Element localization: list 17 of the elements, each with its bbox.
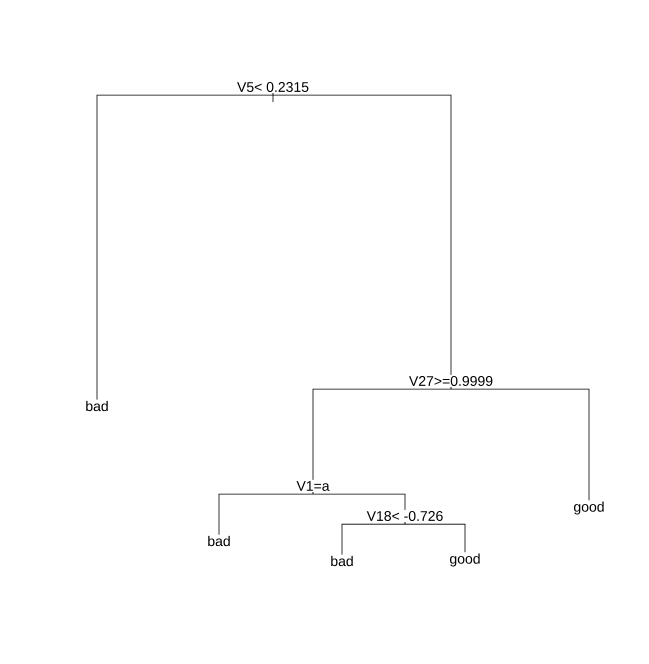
branch-line xyxy=(342,522,406,556)
leaf-label: bad xyxy=(86,400,108,412)
leaf-label: bad xyxy=(331,556,353,566)
branch-line xyxy=(312,386,452,480)
split-label: V1=a xyxy=(296,481,330,491)
split-label: V27>=0.9999 xyxy=(409,376,492,386)
split-label: V18< -0.726 xyxy=(366,511,443,521)
branch-line xyxy=(218,492,314,536)
branch-line xyxy=(96,92,274,400)
split-label: V5< 0.2315 xyxy=(237,82,308,92)
branch-line xyxy=(272,92,452,376)
branch-line xyxy=(312,492,406,510)
leaf-label: good xyxy=(574,501,604,515)
leaf-label: bad xyxy=(208,536,230,546)
leaf-label: good xyxy=(450,553,480,567)
branch-line xyxy=(404,522,466,553)
branch-line xyxy=(450,386,590,501)
